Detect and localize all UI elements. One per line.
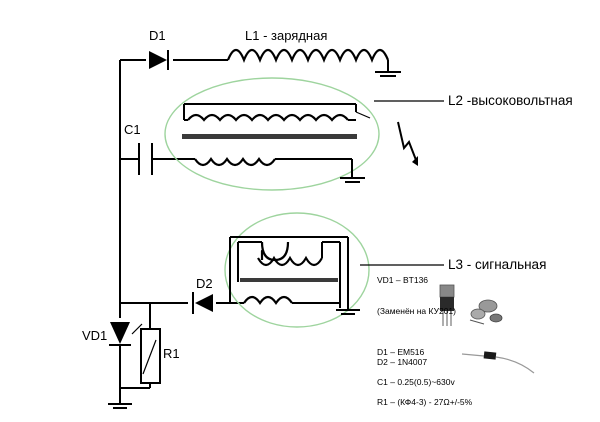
- note-d2-part: D2 – 1N4007: [377, 357, 427, 367]
- ground-l2: [340, 177, 365, 183]
- ground-main: [108, 403, 132, 409]
- note-replacement: (Заменён на КУ201): [377, 306, 456, 316]
- transformer-l3: [229, 236, 349, 310]
- label-vd1: VD1: [82, 328, 107, 343]
- note-c1-part: C1 – 0.25(0.5)~630v: [377, 377, 455, 387]
- note-vd1-part: VD1 – BT136: [377, 275, 428, 285]
- label-l2: L2 -высоковольтная: [448, 93, 573, 108]
- ellipse-l3: [224, 212, 370, 328]
- label-l1: L1 - зарядная: [245, 28, 327, 43]
- transformer-l2: [182, 103, 418, 178]
- diode-picture: [461, 351, 535, 374]
- label-d2: D2: [196, 276, 213, 291]
- label-l3: L3 - сигнальная: [448, 257, 546, 272]
- ground-l3: [336, 309, 360, 315]
- label-c1: C1: [124, 122, 141, 137]
- label-d1: D1: [149, 28, 166, 43]
- ground-l1: [375, 71, 401, 77]
- ellipse-l2: [164, 77, 380, 191]
- diode-d1: [149, 50, 169, 70]
- diode-d2: [192, 292, 213, 314]
- ku201-picture: [469, 299, 503, 325]
- coil-l1: [226, 48, 390, 72]
- label-r1: R1: [163, 346, 180, 361]
- thyristor-picture: [439, 284, 455, 326]
- main-wiring: [119, 59, 244, 404]
- capacitor-c1: [138, 143, 153, 175]
- note-r1-part: R1 – (КФ4-3) - 27Ω+/-5%: [377, 397, 473, 407]
- resistor-r1: [140, 328, 161, 384]
- note-d1-part: D1 – EM516: [377, 347, 425, 357]
- thyristor-vd1: [109, 322, 131, 346]
